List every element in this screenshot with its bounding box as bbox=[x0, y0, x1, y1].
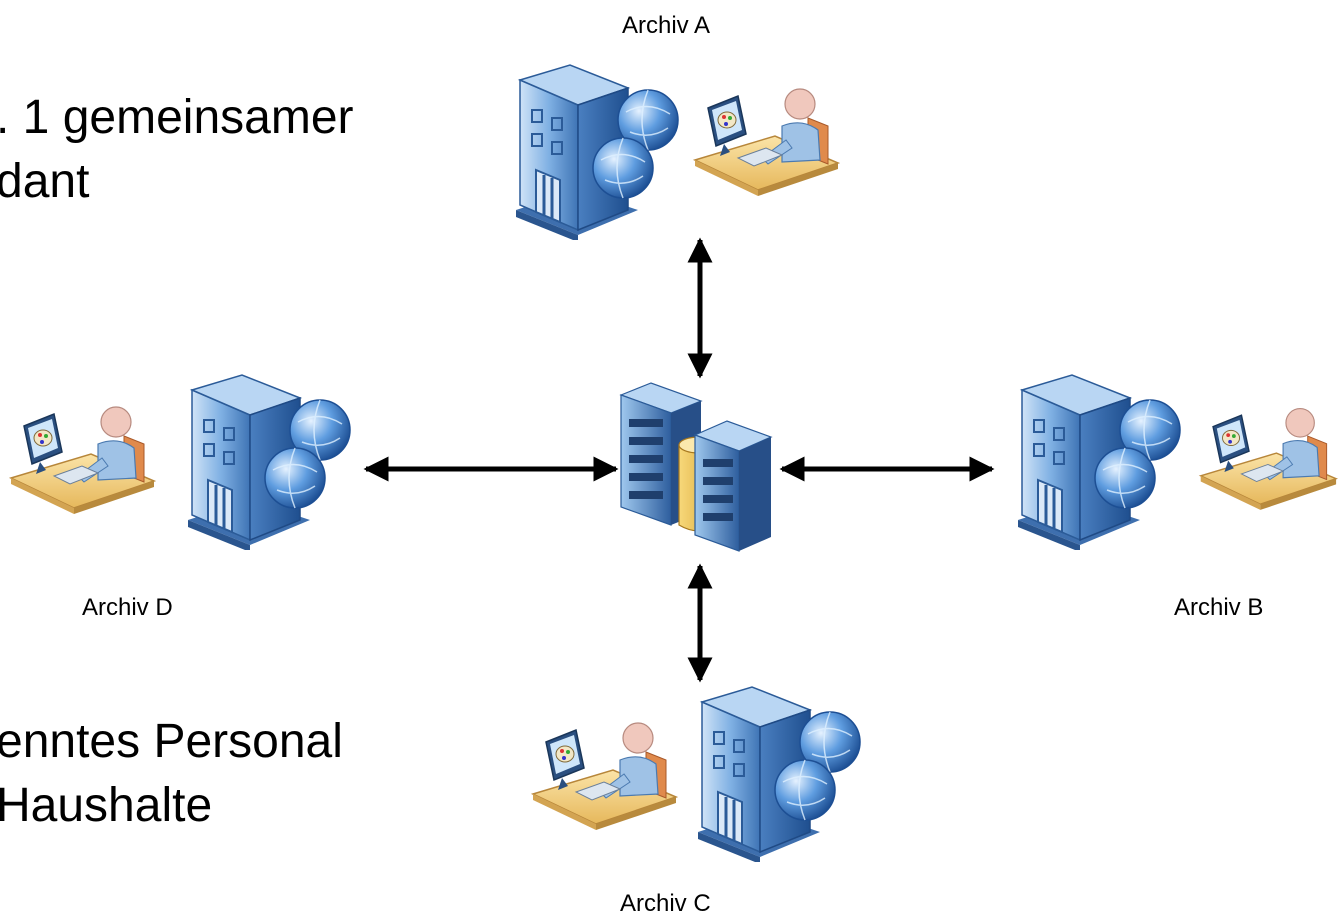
archive-d-label: Archiv D bbox=[82, 594, 173, 621]
slide-text-top-line1: . 1 gemeinsamer bbox=[0, 91, 354, 144]
archive-a-label: Archiv A bbox=[622, 12, 711, 39]
slide-text-top-line2: dant bbox=[0, 155, 90, 208]
slide-text-bottom-line2: Haushalte bbox=[0, 779, 213, 832]
archive-c-label: Archiv C bbox=[620, 890, 711, 917]
archive-b-label: Archiv B bbox=[1174, 594, 1264, 621]
slide-text-bottom-line1: enntes Personal bbox=[0, 715, 343, 768]
